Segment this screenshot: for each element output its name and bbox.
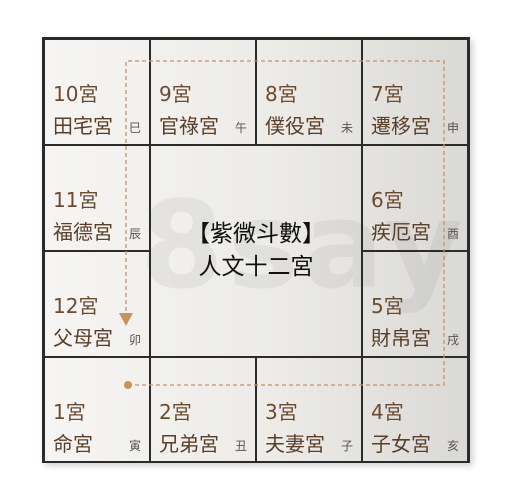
palace-cell-7: 7宮 遷移宮 申 — [362, 39, 468, 145]
palace-number: 6宮 — [371, 188, 404, 212]
palace-cell-9: 9宮 官祿宮 午 — [150, 39, 256, 145]
palace-name: 田宅宮 — [53, 114, 113, 138]
palace-cell-11: 11宮 福德宮 辰 — [44, 145, 150, 251]
palace-name: 福德宮 — [53, 220, 113, 244]
earthly-branch: 卯 — [128, 333, 141, 347]
palace-number: 10宮 — [53, 82, 99, 106]
palace-name: 命宮 — [53, 432, 93, 456]
palace-name: 夫妻宮 — [265, 432, 325, 456]
palace-number: 5宮 — [371, 294, 404, 318]
earthly-branch: 戌 — [446, 333, 459, 347]
palace-cell-5: 5宮 財帛宮 戌 — [362, 251, 468, 357]
palace-cell-1: 1宮 命宮 寅 — [44, 357, 150, 463]
palace-name: 遷移宮 — [371, 114, 431, 138]
palace-cell-4: 4宮 子女宮 亥 — [362, 357, 468, 463]
palace-name: 財帛宮 — [371, 326, 431, 350]
palace-number: 3宮 — [265, 400, 298, 424]
earthly-branch: 巳 — [128, 121, 141, 135]
palace-name: 父母宮 — [53, 326, 113, 350]
palace-name: 官祿宮 — [159, 114, 219, 138]
palace-cell-10: 10宮 田宅宮 巳 — [44, 39, 150, 145]
palace-number: 1宮 — [53, 400, 86, 424]
palace-number: 9宮 — [159, 82, 192, 106]
palace-number: 11宮 — [53, 188, 99, 212]
earthly-branch: 酉 — [446, 227, 459, 241]
palace-cell-3: 3宮 夫妻宮 子 — [256, 357, 362, 463]
center-panel: 【紫微斗數】 人文十二宮 — [150, 145, 362, 357]
center-subtitle: 人文十二宮 — [198, 254, 314, 280]
earthly-branch: 申 — [446, 121, 459, 135]
palace-number: 12宮 — [53, 294, 99, 318]
palace-cell-12: 12宮 父母宮 卯 — [44, 251, 150, 357]
palace-number: 7宮 — [371, 82, 404, 106]
earthly-branch: 子 — [340, 439, 353, 453]
palace-chart: 8say 10宮 田宅宮 巳 9宮 官祿宮 午 8宮 僕役宮 未 7宮 遷移宮 … — [42, 37, 470, 463]
earthly-branch: 辰 — [128, 227, 141, 241]
earthly-branch: 午 — [234, 121, 247, 135]
palace-name: 兄弟宮 — [159, 432, 219, 456]
earthly-branch: 未 — [340, 121, 353, 135]
palace-cell-6: 6宮 疾厄宮 酉 — [362, 145, 468, 251]
palace-cell-2: 2宮 兄弟宮 丑 — [150, 357, 256, 463]
palace-name: 子女宮 — [371, 432, 431, 456]
palace-number: 8宮 — [265, 82, 298, 106]
earthly-branch: 丑 — [234, 439, 247, 453]
center-title: 【紫微斗數】 — [187, 220, 325, 247]
earthly-branch: 亥 — [446, 439, 459, 453]
palace-number: 4宮 — [371, 400, 404, 424]
palace-name: 僕役宮 — [265, 114, 325, 138]
palace-cell-8: 8宮 僕役宮 未 — [256, 39, 362, 145]
palace-name: 疾厄宮 — [371, 220, 431, 244]
earthly-branch: 寅 — [128, 439, 141, 453]
palace-number: 2宮 — [159, 400, 192, 424]
